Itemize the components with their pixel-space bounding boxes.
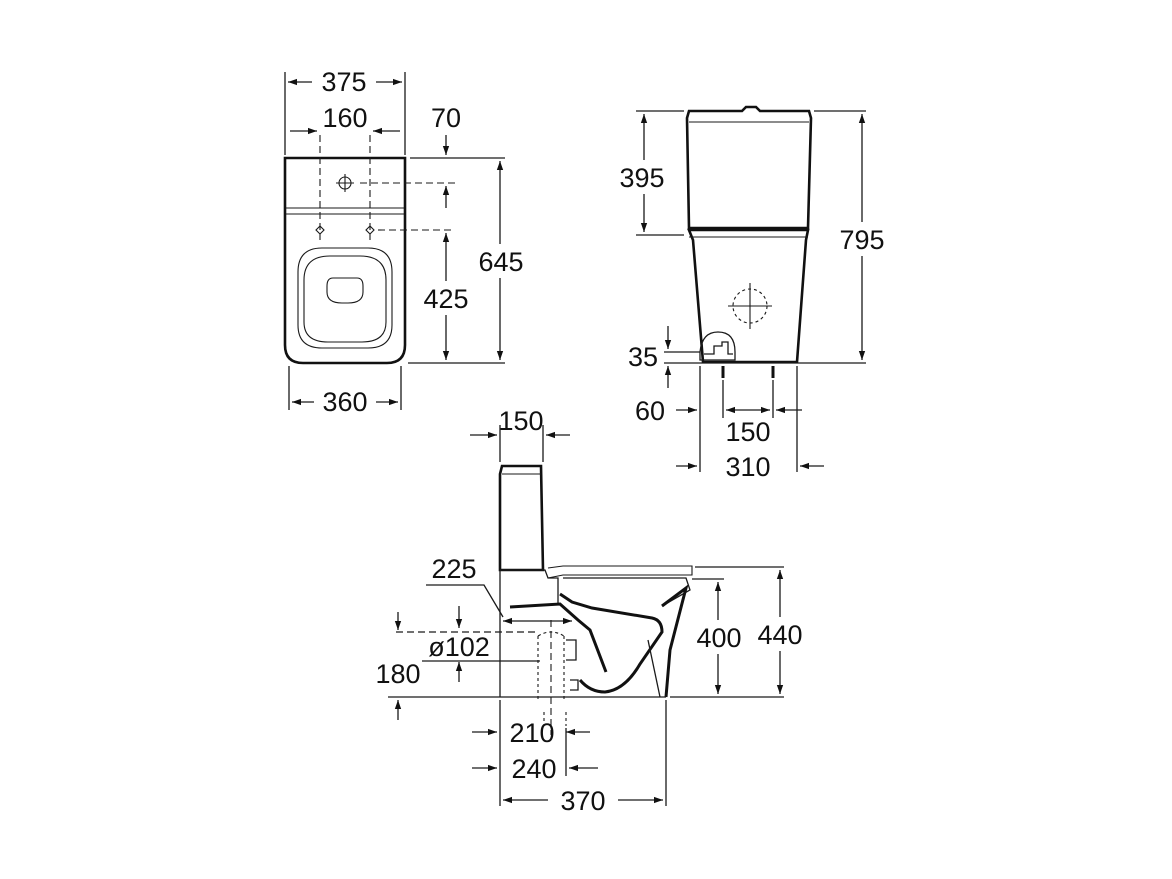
dim-645-label: 645: [478, 247, 523, 277]
top-view-seat: [297, 247, 393, 349]
front-view-valve-fitting: [704, 341, 733, 355]
side-view-bowl: [509, 602, 608, 673]
side-view-rim: [563, 577, 691, 607]
side-view: 150 225 ø102 180 400 440 210: [375, 406, 810, 816]
dim-360-label: 360: [322, 387, 367, 417]
dim-400-label: 400: [696, 623, 741, 653]
dim-425-label: 425: [423, 284, 468, 314]
dim-180-label: 180: [375, 659, 420, 689]
dim-70-label: 70: [431, 103, 461, 133]
side-view-tank-base: [500, 569, 559, 605]
dim-225-label: 225: [431, 554, 476, 584]
side-view-foot: [661, 584, 689, 698]
dim-102-label: ø102: [428, 632, 490, 662]
dim-160-label: 160: [322, 103, 367, 133]
dim-35-label: 35: [628, 342, 658, 372]
side-view-seat: [547, 565, 693, 579]
top-view-outline: [283, 156, 407, 365]
side-view-trapway: [559, 592, 664, 694]
front-view-tank: [685, 105, 813, 230]
dim-210-label: 210: [509, 718, 554, 748]
front-view: 395 795 35 60 150 310: [612, 105, 892, 482]
top-view-bowl-opening: [326, 277, 364, 304]
side-view-tank: [498, 464, 545, 572]
side-view-foot-line: [647, 639, 661, 698]
dim-150-side-label: 150: [498, 406, 543, 436]
dim-225-leader: [426, 584, 504, 618]
top-view-seat-inner: [303, 255, 387, 343]
top-view: 375 160 70 645 425 360: [283, 66, 530, 417]
dim-395-label: 395: [619, 163, 664, 193]
dim-310-label: 310: [725, 452, 770, 482]
dim-150-front-label: 150: [725, 417, 770, 447]
front-view-inlet-valve: [699, 331, 736, 361]
dim-240-label: 240: [511, 754, 556, 784]
dim-375-label: 375: [321, 67, 366, 97]
dim-795-label: 795: [839, 225, 884, 255]
side-view-outlet-pipe: [537, 631, 567, 726]
dim-60-label: 60: [635, 396, 665, 426]
dim-440-label: 440: [757, 620, 802, 650]
front-view-bowl: [687, 228, 810, 364]
dim-370-label: 370: [560, 786, 605, 816]
side-view-outlet-flange: [566, 639, 579, 691]
